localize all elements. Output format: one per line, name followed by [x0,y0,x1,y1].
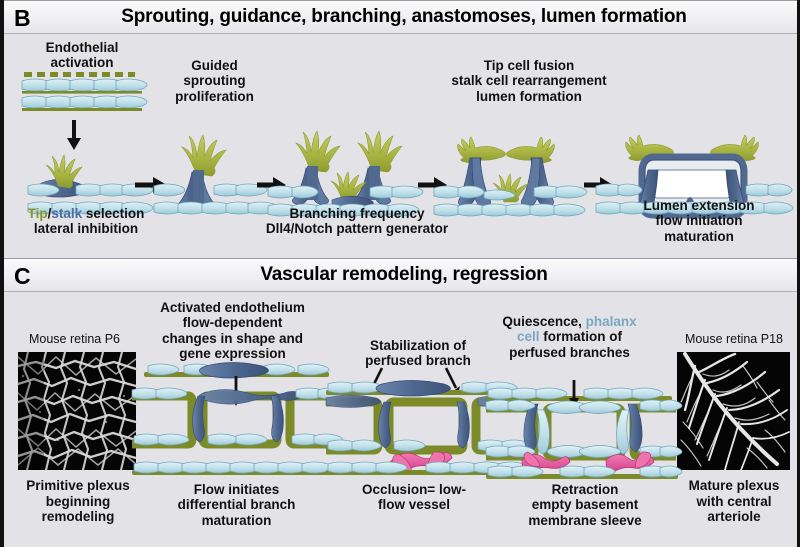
step1b-tip-stalk-selection [27,154,154,215]
tip-cell-filopodia [45,154,83,189]
phalanx-word: phalanx [585,314,637,329]
perfused-branches-line: perfused branches [509,344,630,360]
step1-monolayer [21,72,148,111]
panel-c-diagram [131,362,683,479]
caption-lumen-extension: Lumen extension flow initiation maturati… [643,198,755,244]
selection-word: selection [82,206,145,221]
step5-lumen [595,134,794,219]
phalanx-cells [536,400,630,458]
caption-tip-cell-fusion: Tip cell fusion stalk cell rearrangement… [451,58,607,104]
step4-anastomosis [433,136,588,217]
panel-b-header: B Sprouting, guidance, branching, anasto… [4,0,797,34]
c-stage-3 [485,380,683,479]
right-retina-title: Mouse retina P18 [685,332,783,346]
panel-c-body: Mouse retina P6 [4,292,797,547]
caption-stabilization: Stabilization of perfused branch [365,338,471,369]
panel-b-body: Endothelial activation Guided sprouting … [4,34,797,250]
panel-b-letter: B [14,5,31,31]
left-retina-image [16,350,138,472]
tip-word: Tip [27,206,48,221]
panel-b-title: Sprouting, guidance, branching, anastomo… [121,6,687,27]
step2-guided-sprout [153,134,280,215]
ec-row-4-lower [433,203,586,217]
panel-c-title: Vascular remodeling, regression [260,264,548,285]
c-stage-1 [131,362,346,475]
caption-quiescence-phalanx: Quiescence, phalanx cell formation of pe… [472,314,667,360]
c-stage-2 [325,367,532,475]
slash: / [47,206,52,221]
ec-row-3-upper [267,185,424,199]
caption-guided-sprouting: Guided sprouting proliferation [175,58,254,104]
ec-row-5-lower [595,201,794,215]
endothelial-row-upper [21,78,148,92]
caption-occlusion: Occlusion= low- flow vessel [362,482,466,513]
lateral-inhibition-line: lateral inhibition [33,221,139,237]
left-retina-caption: Primitive plexus beginning remodeling [26,478,130,525]
caption-retraction: Retraction empty basement membrane sleev… [528,482,642,528]
right-retina-caption: Mature plexus with central arteriole [688,478,780,525]
ec-row-3-lower [267,203,420,217]
panel-b-diagram [21,72,794,219]
stalk-word: stalk [51,206,83,221]
step3-branching [267,130,424,217]
endothelial-row-lower [21,95,148,109]
caption-flow-initiates: Flow initiates differential branch matur… [177,482,296,528]
caption-tip-stalk-selection: Tip/stalk selection lateral inhibition [6,206,166,237]
ec-row-2-upper [153,183,268,197]
vegf-dashes [24,72,135,77]
caption-branching-frequency: Branching frequency Dll4/Notch pattern g… [265,206,449,237]
right-retina-image [677,352,790,471]
ec-row-1b-upper [27,183,154,197]
panel-c-header: C Vascular remodeling, regression [4,258,797,292]
quiescence-word: Quiescence, [502,314,586,329]
formation-of-words: formation of [539,329,623,345]
ec-row-4-upper [433,185,588,201]
cell-word: cell [516,329,540,345]
panel-c-letter: C [14,263,31,289]
ec-row-1b-lower [27,201,154,215]
caption-endothelial-activation: Endothelial activation [45,40,119,71]
left-retina-title: Mouse retina P6 [28,332,121,346]
arrow-down-step1 [67,120,81,150]
caption-activated-endothelium: Activated endothelium flow-dependent cha… [160,300,305,361]
ec-row-5-upper [595,183,793,197]
